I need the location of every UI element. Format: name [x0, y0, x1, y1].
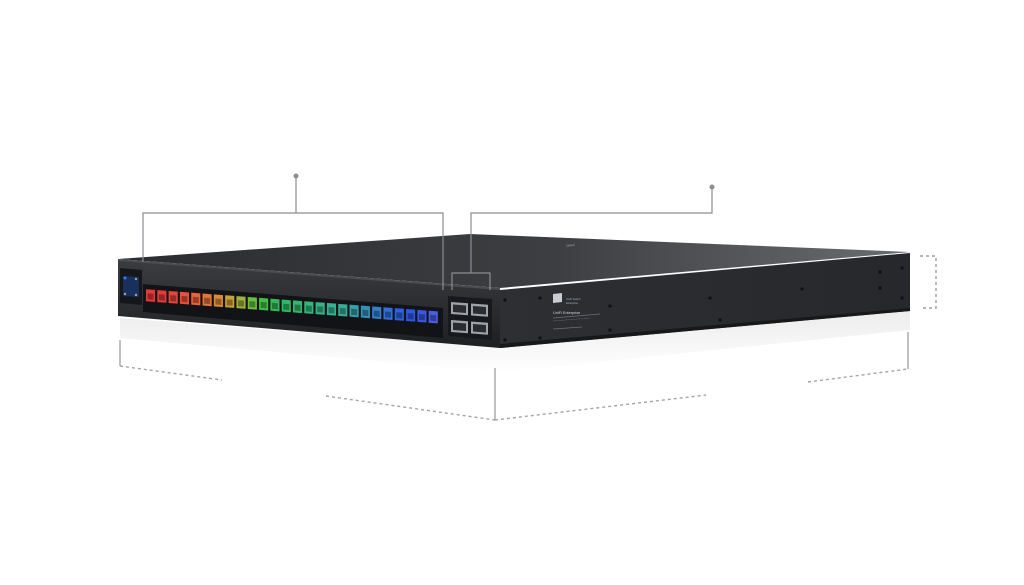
screw	[608, 328, 612, 332]
dimension-ticks	[119, 332, 909, 420]
rj45-port-socket	[430, 314, 437, 322]
rj45-port	[179, 291, 190, 305]
rj45-port-socket	[192, 296, 199, 304]
rj45-port	[383, 307, 393, 320]
status-led	[123, 276, 127, 280]
rj45-port	[372, 306, 382, 320]
callout-rj45-dot	[293, 173, 299, 179]
screw	[900, 266, 904, 270]
screw	[538, 296, 542, 300]
rj45-port-socket	[385, 311, 391, 318]
rj45-port	[225, 295, 235, 308]
rj45-port	[281, 299, 291, 313]
rj45-port-socket	[418, 313, 425, 321]
rj45-port-socket	[238, 300, 244, 307]
screw	[708, 296, 712, 300]
screw	[718, 318, 722, 322]
rj45-port	[394, 308, 404, 321]
side-label: Ubiquiti UniFi Switch Enterprise UniFi E…	[552, 243, 601, 330]
label-line-2: Enterprise	[566, 301, 578, 305]
rj45-port	[247, 296, 257, 310]
rj45-port	[202, 293, 212, 307]
sfp-port-cage	[453, 304, 466, 313]
rj45-port	[259, 297, 269, 311]
rj45-port-socket	[396, 312, 403, 319]
rj45-port	[338, 303, 348, 317]
dimension-height	[920, 255, 937, 309]
screw-pattern	[503, 266, 904, 342]
rj45-port-socket	[305, 305, 312, 312]
label-line-0: Ubiquiti	[566, 243, 575, 248]
chassis-top	[118, 234, 910, 288]
dimension-width	[119, 365, 496, 421]
rj45-port	[168, 290, 178, 304]
rj45-port-socket	[271, 302, 278, 310]
chassis-side	[500, 253, 910, 348]
rj45-port	[157, 290, 167, 303]
callout-sfp	[451, 187, 713, 290]
rj45-port-socket	[328, 307, 335, 314]
sfp-uplink-module	[448, 296, 492, 340]
rj45-port-socket	[215, 298, 222, 305]
sfp-port-cage	[473, 306, 486, 315]
rj45-port-socket	[283, 303, 290, 311]
console-module	[120, 268, 142, 305]
screw	[503, 338, 507, 342]
screw	[800, 287, 804, 291]
rj45-port	[406, 308, 416, 322]
rj45-port	[191, 292, 201, 306]
rj45-port-socket	[407, 313, 414, 320]
screw	[538, 336, 542, 340]
rj45-port	[146, 289, 156, 302]
rj45-port	[293, 300, 303, 314]
sfp-port-cage	[473, 324, 486, 333]
rj45-port	[270, 298, 280, 312]
rj45-port-socket	[294, 304, 301, 311]
rj45-port	[360, 305, 370, 319]
dimension-depth	[494, 368, 909, 421]
screw	[900, 296, 904, 300]
screw	[878, 270, 882, 274]
rj45-port-socket	[317, 306, 324, 313]
rj45-port	[236, 296, 246, 309]
rj45-port-socket	[226, 299, 233, 306]
screw	[878, 286, 882, 290]
label-line-1: UniFi Switch	[566, 297, 581, 301]
rj45-port-socket	[260, 301, 267, 309]
screw	[608, 304, 612, 308]
rj45-port	[428, 310, 438, 324]
rj45-port	[315, 302, 325, 315]
floor-reflection	[120, 310, 910, 372]
sfp-port-cage	[453, 322, 466, 331]
rj45-port	[304, 301, 314, 314]
rj45-port-socket	[181, 295, 188, 303]
brand-line: UniFi Enterprise	[553, 311, 580, 315]
callout-sfp-dot	[709, 184, 715, 190]
rj45-port-socket	[147, 293, 154, 300]
rj45-port-socket	[249, 301, 256, 308]
rj45-port	[326, 302, 337, 316]
rj45-port-socket	[158, 294, 165, 301]
rj45-port	[349, 304, 359, 318]
rj45-port-socket	[362, 309, 369, 317]
rj45-port-socket	[351, 308, 358, 316]
rj45-port-socket	[339, 307, 346, 315]
rj45-port	[213, 294, 223, 308]
rj45-port-socket	[373, 310, 380, 317]
rj45-port	[417, 309, 427, 323]
screw	[503, 298, 507, 302]
callout-rj45	[142, 176, 444, 290]
rj45-port-socket	[204, 297, 211, 305]
rj45-port-socket	[170, 295, 177, 302]
rj45-port-bank	[146, 289, 438, 324]
